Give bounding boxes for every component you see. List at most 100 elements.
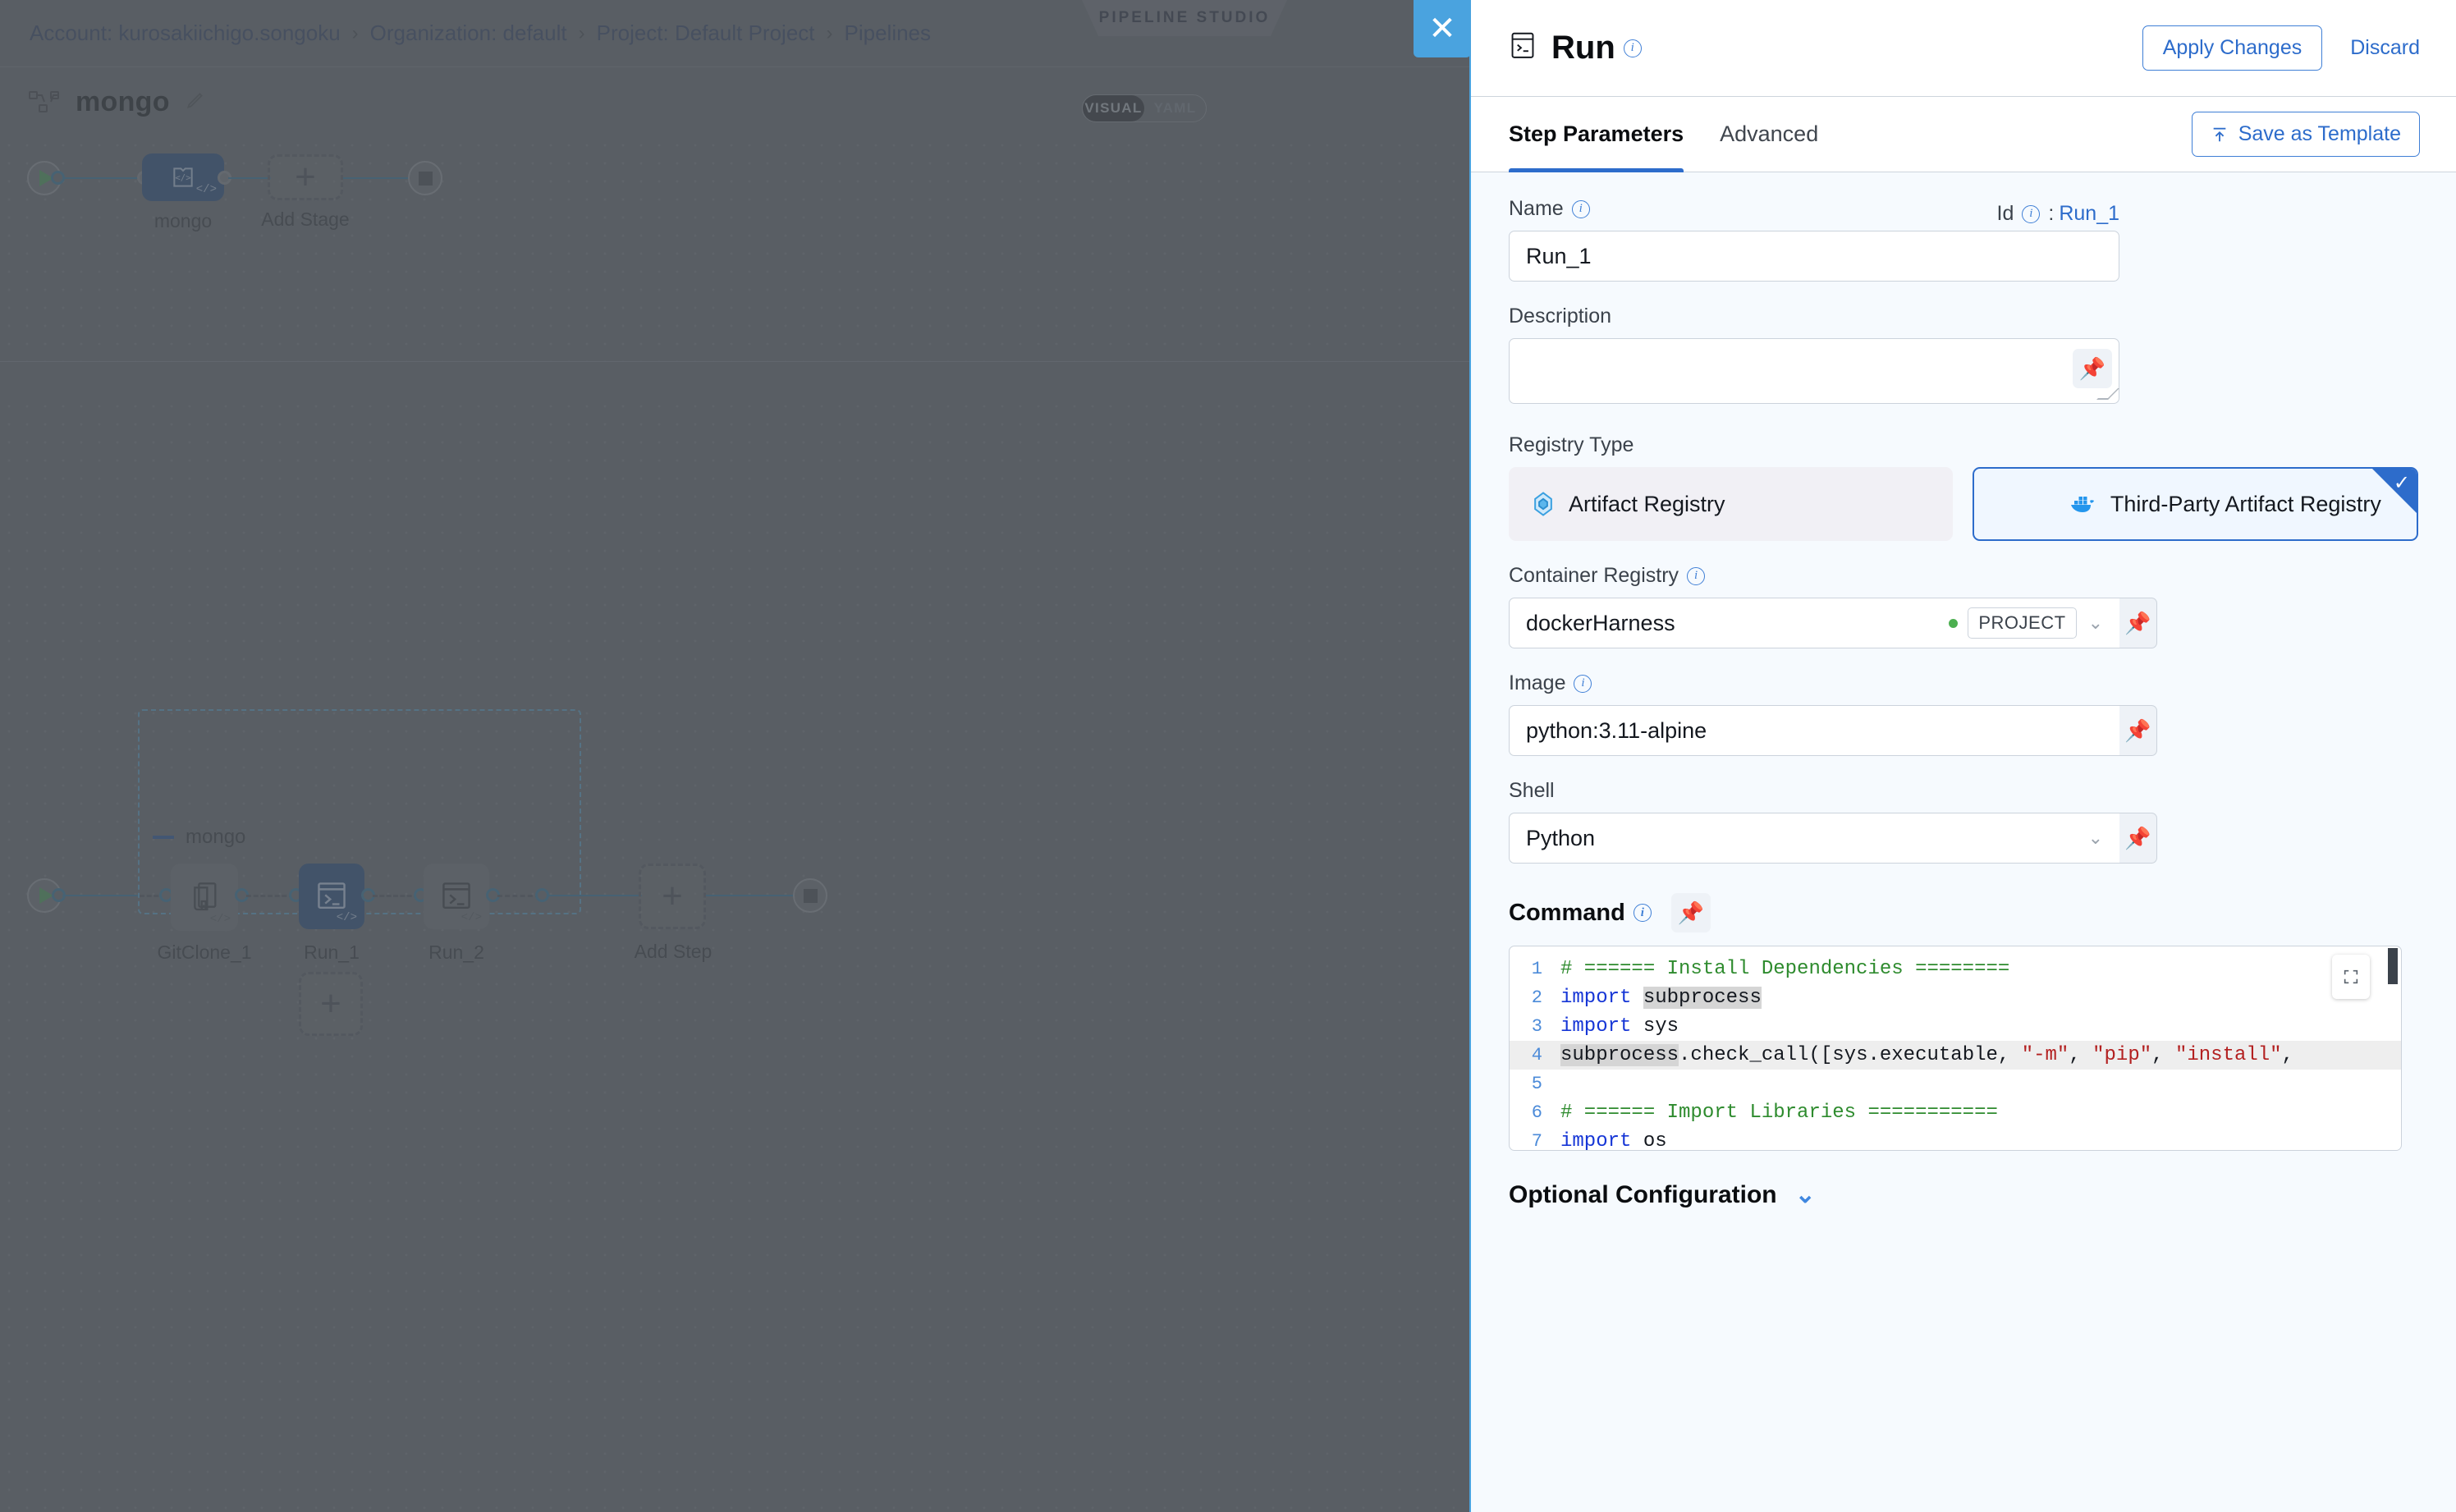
- graph-edge: [228, 177, 271, 179]
- info-icon[interactable]: i: [1571, 199, 1590, 218]
- pin-icon[interactable]: 📌: [2119, 813, 2157, 864]
- pin-icon[interactable]: 📌: [2119, 705, 2157, 756]
- info-icon[interactable]: i: [1623, 39, 1642, 57]
- collapse-dash-icon[interactable]: [153, 836, 174, 839]
- graph-edge: [62, 177, 143, 179]
- step-node-run-1[interactable]: </>: [299, 864, 364, 929]
- stage-graph-canvas: </> </> mongo + Add Stage: [0, 136, 1471, 361]
- breadcrumb-project[interactable]: Project: Default Project: [596, 21, 815, 45]
- container-registry-select[interactable]: dockerHarness PROJECT ⌄: [1509, 598, 2119, 648]
- check-icon: ✓: [2393, 472, 2410, 494]
- step-group-label: mongo: [186, 826, 246, 848]
- pipeline-studio-badge: PIPELINE STUDIO: [1082, 0, 1287, 36]
- code-text: subprocess.check_call([sys.executable, "…: [1560, 1044, 2293, 1066]
- image-label: Image i: [1509, 671, 2418, 695]
- pencil-icon[interactable]: [185, 89, 206, 115]
- panel-body: Name i Id i : Run_1 Run_1 Description 📌 …: [1471, 172, 2456, 1512]
- toggle-visual[interactable]: VISUAL: [1083, 95, 1144, 121]
- scope-badge: PROJECT: [1968, 607, 2077, 639]
- graph-edge: [547, 895, 642, 896]
- add-step-label: Add Step: [634, 941, 713, 962]
- chevron-down-icon[interactable]: ⌄: [2087, 827, 2103, 848]
- step-group-title: mongo: [153, 826, 245, 849]
- stop-icon: [418, 171, 433, 186]
- graph-edge: [62, 895, 138, 896]
- pipeline-icon: [28, 89, 61, 115]
- name-label: Name i: [1509, 197, 1590, 221]
- discard-button[interactable]: Discard: [2350, 36, 2420, 59]
- line-number: 2: [1531, 987, 1542, 1008]
- step-node-run-2[interactable]: </>: [424, 864, 489, 929]
- registry-type-label: Registry Type: [1509, 433, 1634, 456]
- pin-icon[interactable]: 📌: [2073, 349, 2112, 388]
- tab-step-parameters[interactable]: Step Parameters: [1509, 97, 1684, 172]
- breadcrumb-account[interactable]: Account: kurosakiichigo.songoku: [30, 21, 341, 45]
- add-stage-button[interactable]: +: [268, 154, 343, 200]
- graph-edge: [343, 177, 414, 179]
- close-panel-button[interactable]: ✕: [1414, 0, 1471, 57]
- registry-option-third-party-artifact-registry[interactable]: Third-Party Artifact Registry ✓: [1972, 467, 2418, 541]
- registry-type-options: Artifact Registry Third-Party Artifact R…: [1509, 467, 2418, 541]
- apply-changes-button[interactable]: Apply Changes: [2142, 25, 2323, 71]
- line-number: 1: [1531, 959, 1542, 979]
- shell-select[interactable]: Python ⌄: [1509, 813, 2119, 864]
- description-textarea[interactable]: 📌: [1509, 338, 2119, 404]
- editor-scrollbar-thumb[interactable]: [2388, 948, 2398, 984]
- code-text: import subprocess: [1560, 987, 1762, 1009]
- optional-configuration-toggle[interactable]: Optional Configuration ⌄: [1509, 1180, 2418, 1209]
- line-number: 4: [1531, 1045, 1542, 1065]
- add-parallel-step-button[interactable]: +: [299, 972, 363, 1036]
- graph-edge: [706, 895, 800, 896]
- svg-text:</>: </>: [175, 172, 190, 183]
- resize-grip[interactable]: [2096, 388, 2119, 400]
- registry-option-label: Third-Party Artifact Registry: [2110, 491, 2381, 516]
- code-line: 5: [1510, 1070, 2401, 1098]
- terminal-icon: [1509, 31, 1537, 65]
- tab-advanced[interactable]: Advanced: [1720, 121, 1819, 146]
- pin-icon[interactable]: 📌: [1670, 893, 1711, 932]
- info-icon[interactable]: i: [1687, 566, 1706, 585]
- execution-end-node[interactable]: [793, 878, 827, 913]
- info-icon[interactable]: i: [1633, 904, 1652, 922]
- name-input[interactable]: Run_1: [1509, 231, 2119, 282]
- pin-icon[interactable]: 📌: [2119, 598, 2157, 648]
- harness-artifact-icon: [1531, 491, 1556, 517]
- pipeline-studio: Account: kurosakiichigo.songoku › Organi…: [0, 0, 1471, 1512]
- chevron-down-icon[interactable]: ⌄: [2087, 612, 2103, 633]
- pipeline-end-node[interactable]: [408, 161, 442, 195]
- toggle-yaml[interactable]: YAML: [1153, 100, 1197, 116]
- stop-icon: [803, 888, 818, 903]
- upload-template-icon: [2211, 126, 2229, 144]
- expand-icon[interactable]: [2332, 955, 2370, 999]
- chevron-down-icon[interactable]: ⌄: [1794, 1181, 1816, 1208]
- info-icon[interactable]: i: [1574, 674, 1592, 693]
- command-code-editor[interactable]: 1# ====== Install Dependencies ======== 2…: [1509, 946, 2402, 1151]
- visual-yaml-toggle[interactable]: VISUAL YAML: [1082, 94, 1207, 122]
- line-number: 5: [1531, 1074, 1542, 1094]
- step-node-label: Run_2: [428, 942, 484, 963]
- code-text: import sys: [1560, 1015, 1679, 1038]
- graph-edge-dashed: [373, 895, 419, 897]
- registry-option-artifact-registry[interactable]: Artifact Registry: [1509, 467, 1953, 541]
- image-input[interactable]: python:3.11-alpine: [1509, 705, 2119, 756]
- step-config-panel: Run i Apply Changes Discard Step Paramet…: [1469, 0, 2456, 1512]
- add-step-button[interactable]: +: [639, 864, 706, 929]
- docker-icon: [2069, 493, 2097, 515]
- pipeline-title-bar: mongo: [0, 68, 1471, 135]
- breadcrumb-pipelines[interactable]: Pipelines: [844, 21, 932, 45]
- shell-label: Shell: [1509, 779, 1555, 802]
- code-line: 1# ====== Install Dependencies ========: [1510, 955, 2401, 983]
- info-icon[interactable]: i: [2022, 204, 2041, 223]
- selected-corner: [2372, 469, 2417, 513]
- add-stage-label: Add Stage: [261, 208, 350, 230]
- stage-node-mongo[interactable]: </> </>: [142, 153, 224, 201]
- save-as-template-button[interactable]: Save as Template: [2191, 112, 2420, 157]
- template-code-icon: </>: [460, 911, 482, 924]
- breadcrumb-organization[interactable]: Organization: default: [369, 21, 567, 45]
- step-node-gitclone-1[interactable]: </>: [171, 864, 238, 931]
- panel-title: Run: [1551, 30, 1615, 66]
- line-number: 3: [1531, 1016, 1542, 1037]
- template-code-icon: </>: [209, 913, 231, 926]
- editor-scrollbar[interactable]: [2388, 946, 2399, 1150]
